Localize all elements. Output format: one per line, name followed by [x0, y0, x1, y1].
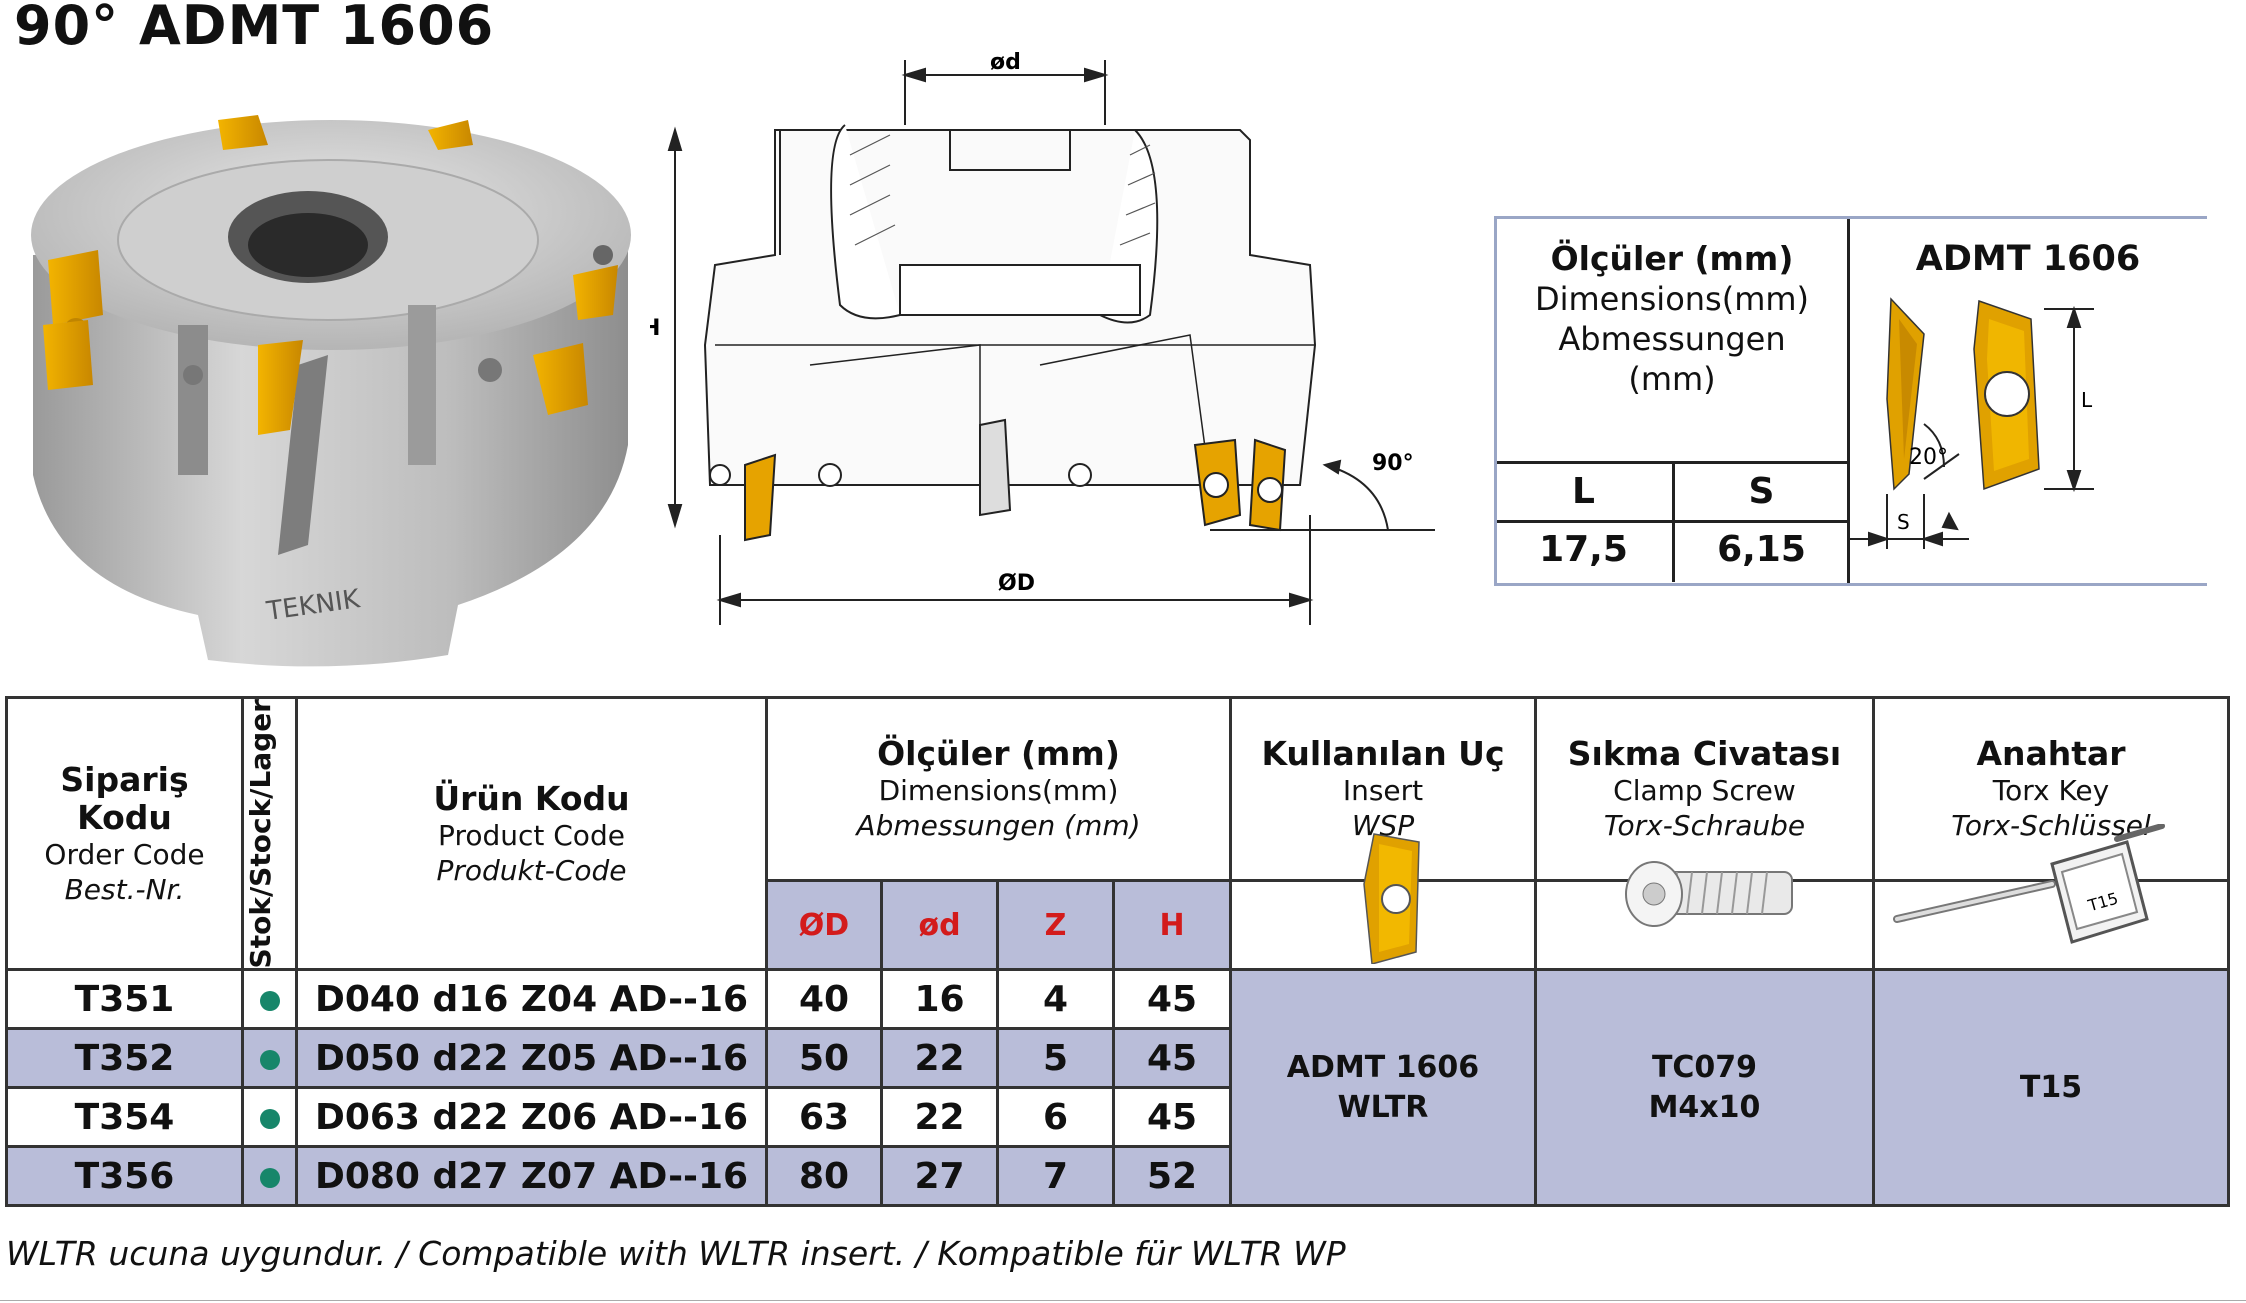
- value-Z: 6: [996, 1086, 1115, 1149]
- dimension-header: Ölçüler (mm) Dimensions(mm) Abmessungen …: [1497, 239, 1847, 399]
- product-code: D050 d22 Z05 AD--16: [295, 1027, 768, 1090]
- value-Z: 5: [996, 1027, 1115, 1090]
- value-H: 45: [1112, 968, 1232, 1031]
- insert-label-S: S: [1897, 510, 1910, 534]
- value-D: 50: [765, 1027, 883, 1090]
- order-code: T354: [5, 1086, 244, 1149]
- insert-diagram: L S 20°: [1849, 297, 2094, 549]
- product-code: D040 d16 Z04 AD--16: [295, 968, 768, 1031]
- dimension-col-headers: L S: [1497, 461, 1847, 523]
- stock-dot: [241, 1145, 298, 1208]
- table-row: T354 D063 d22 Z06 AD--16 63 22 6 45: [5, 1086, 2229, 1149]
- subheader-H: H: [1112, 878, 1232, 972]
- insert-dimension-box: Ölçüler (mm) Dimensions(mm) Abmessungen …: [1494, 216, 2207, 586]
- in-stock-icon: [259, 1049, 280, 1070]
- drawing-label-D: ØD: [998, 571, 1035, 596]
- product-code: D080 d27 Z07 AD--16: [295, 1145, 768, 1208]
- subheader-d: ød: [880, 878, 999, 972]
- order-code: T351: [5, 968, 244, 1031]
- insert-value: ADMT 1606 WLTR: [1229, 968, 1537, 1208]
- insert-picture: [1363, 833, 1420, 964]
- header-order-code: Sipariş Kodu Order Code Best.-Nr.: [5, 695, 244, 972]
- table-row: T356 D080 d27 Z07 AD--16 80 27 7 52: [5, 1145, 2229, 1208]
- drawing-label-angle: 90°: [1372, 451, 1414, 476]
- milling-cutter-image: TEKNIK: [31, 115, 631, 667]
- clamp-screw-picture: [1625, 861, 1793, 927]
- value-D: 40: [765, 968, 883, 1031]
- header-product-code: Ürün Kodu Product Code Produkt-Code: [295, 695, 768, 972]
- dimension-table: Ölçüler (mm) Dimensions(mm) Abmessungen …: [1497, 219, 1850, 583]
- dimension-header-en: Dimensions(mm): [1534, 280, 1810, 318]
- drawing-label-H: H: [650, 316, 660, 341]
- product-table: Sipariş Kodu Order Code Best.-Nr. Stok/S…: [5, 695, 2230, 1208]
- value-d: 22: [880, 1086, 999, 1149]
- table-row: T352 D050 d22 Z05 AD--16 50 22 5 45: [5, 1027, 2229, 1090]
- dimension-values: 17,5 6,15: [1497, 520, 1848, 582]
- col-L: L: [1572, 471, 1595, 512]
- key-value: T15: [1872, 968, 2230, 1208]
- value-H: 45: [1112, 1086, 1232, 1149]
- product-code: D063 d22 Z06 AD--16: [295, 1086, 768, 1149]
- in-stock-icon: [259, 990, 280, 1011]
- subheader-D: ØD: [765, 878, 883, 972]
- value-Z: 4: [996, 968, 1115, 1031]
- in-stock-icon: [259, 1108, 280, 1129]
- dimension-header-de: Abmessungen: [1558, 320, 1786, 358]
- value-H: 52: [1112, 1145, 1232, 1208]
- value-d: 22: [880, 1027, 999, 1090]
- technical-drawing: ød ØD H 90°: [650, 50, 1435, 625]
- stock-dot: [241, 1086, 298, 1149]
- insert-title: ADMT 1606: [1915, 239, 2141, 279]
- value-H: 45: [1112, 1027, 1232, 1090]
- subheader-Z: Z: [996, 878, 1115, 972]
- value-d: 16: [880, 968, 999, 1031]
- screw-value: TC079 M4x10: [1534, 968, 1875, 1208]
- dimension-header-tr: Ölçüler (mm): [1550, 239, 1794, 278]
- stock-dot: [241, 968, 298, 1031]
- col-S: S: [1672, 464, 1848, 520]
- drawing-label-d: ød: [990, 50, 1021, 75]
- insert-label-L: L: [2081, 388, 2093, 412]
- value-D: 63: [765, 1086, 883, 1149]
- table-row: T351 D040 d16 Z04 AD--16 40 16 4 45 ADMT…: [5, 968, 2230, 1208]
- order-code: T356: [5, 1145, 244, 1208]
- page-title: 90° ADMT 1606: [14, 0, 495, 57]
- header-torx-key: Anahtar Torx Key Torx-Schlüssel: [1872, 696, 2230, 882]
- compatibility-note: WLTR ucuna uygundur. / Compatible with W…: [6, 1234, 1346, 1273]
- footer-divider: [0, 1300, 2246, 1301]
- value-L: 17,5: [1539, 529, 1628, 570]
- value-D: 80: [765, 1145, 883, 1208]
- insert-angle: 20°: [1909, 445, 1948, 470]
- header-stock: Stok/Stock/Lager: [241, 695, 298, 972]
- order-code: T352: [5, 1027, 244, 1090]
- dimension-header-de2: (mm): [1628, 360, 1716, 398]
- in-stock-icon: [259, 1167, 280, 1188]
- value-d: 27: [880, 1145, 999, 1208]
- header-dimensions: Ölçüler (mm) Dimensions(mm) Abmessungen …: [765, 696, 1232, 882]
- value-Z: 7: [996, 1145, 1115, 1208]
- torx-key-picture: T15: [1893, 824, 2165, 944]
- stock-dot: [241, 1027, 298, 1090]
- value-S: 6,15: [1672, 520, 1848, 582]
- header-clamp-screw: Sıkma Civatası Clamp Screw Torx-Schraube: [1534, 696, 1875, 882]
